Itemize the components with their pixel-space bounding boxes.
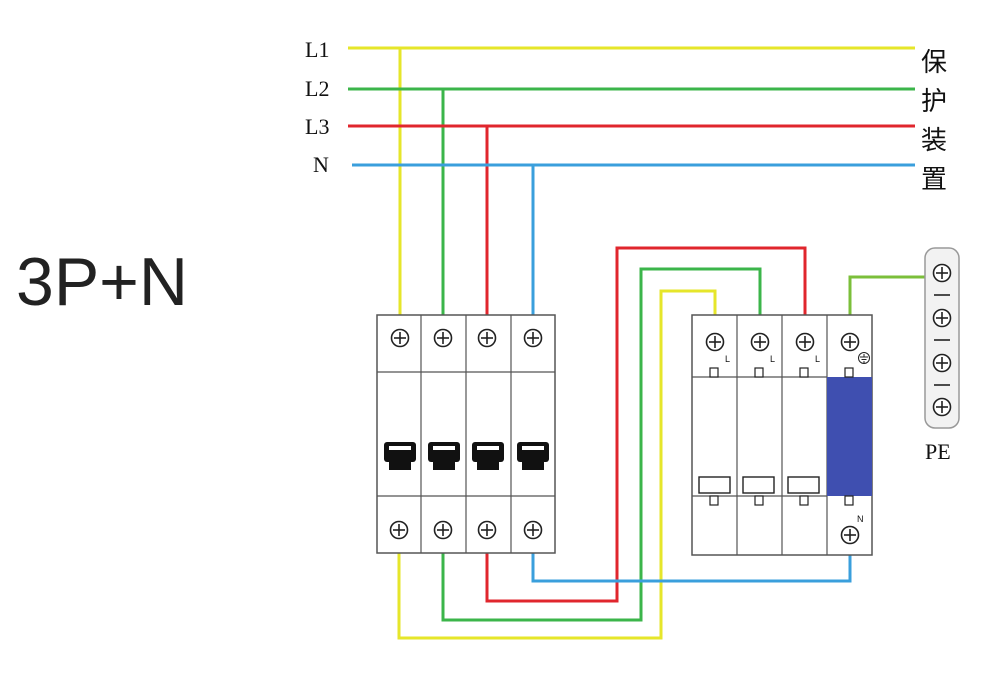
line-label-l2: L2 — [305, 76, 329, 101]
spd-terminal-label-l1: L — [725, 354, 730, 364]
spd-n-module — [827, 377, 872, 496]
breaker-handle-icon[interactable] — [384, 442, 416, 470]
spd-window — [698, 476, 731, 494]
protection-char-2: 护 — [921, 87, 947, 117]
screw-terminal-icon — [840, 332, 860, 352]
wire-pe — [848, 275, 930, 322]
screw-terminal-icon — [477, 328, 497, 348]
protection-char-4: 置 — [921, 165, 947, 195]
screw-terminal-icon — [932, 397, 952, 417]
screw-terminal-icon — [477, 520, 497, 540]
screw-terminal-icon — [523, 328, 543, 348]
breaker-handle-icon[interactable] — [517, 442, 549, 470]
line-label-l3: L3 — [305, 114, 329, 139]
wire-n-return — [531, 548, 852, 583]
breaker-handle-icon[interactable] — [428, 442, 460, 470]
screw-terminal-icon — [433, 328, 453, 348]
protection-char-3: 装 — [921, 126, 947, 156]
protection-char-1: 保 — [921, 48, 947, 78]
line-label-l1: L1 — [305, 37, 329, 62]
spd-terminal-label-l2: L — [770, 354, 775, 364]
spd-terminal-label-l3: L — [815, 354, 820, 364]
screw-terminal-icon — [932, 263, 952, 283]
wire-l3-return — [485, 246, 807, 603]
spd-window — [787, 476, 820, 494]
screw-terminal-icon — [795, 332, 815, 352]
screw-terminal-icon — [705, 332, 725, 352]
spd-n-label: N — [857, 514, 864, 524]
wire-l2-return — [441, 267, 762, 622]
screw-terminal-icon — [932, 308, 952, 328]
breaker-handle-icon[interactable] — [472, 442, 504, 470]
screw-terminal-icon — [932, 353, 952, 373]
pe-bar — [924, 247, 960, 429]
screw-terminal-icon — [389, 520, 409, 540]
screw-terminal-icon — [433, 520, 453, 540]
wires — [348, 46, 930, 640]
screw-terminal-icon — [390, 328, 410, 348]
line-label-n: N — [313, 152, 329, 177]
breaker-4p — [376, 314, 556, 554]
ground-symbol-icon — [858, 352, 870, 364]
screw-terminal-icon — [523, 520, 543, 540]
screw-terminal-icon — [750, 332, 770, 352]
spd-window — [742, 476, 775, 494]
surge-protector: L L L N — [691, 314, 873, 556]
pe-bar-body — [924, 247, 960, 429]
wire-l1-return — [397, 289, 717, 640]
page-title: 3P+N — [16, 244, 188, 320]
screw-terminal-icon — [840, 525, 860, 545]
pe-label: PE — [925, 439, 951, 464]
